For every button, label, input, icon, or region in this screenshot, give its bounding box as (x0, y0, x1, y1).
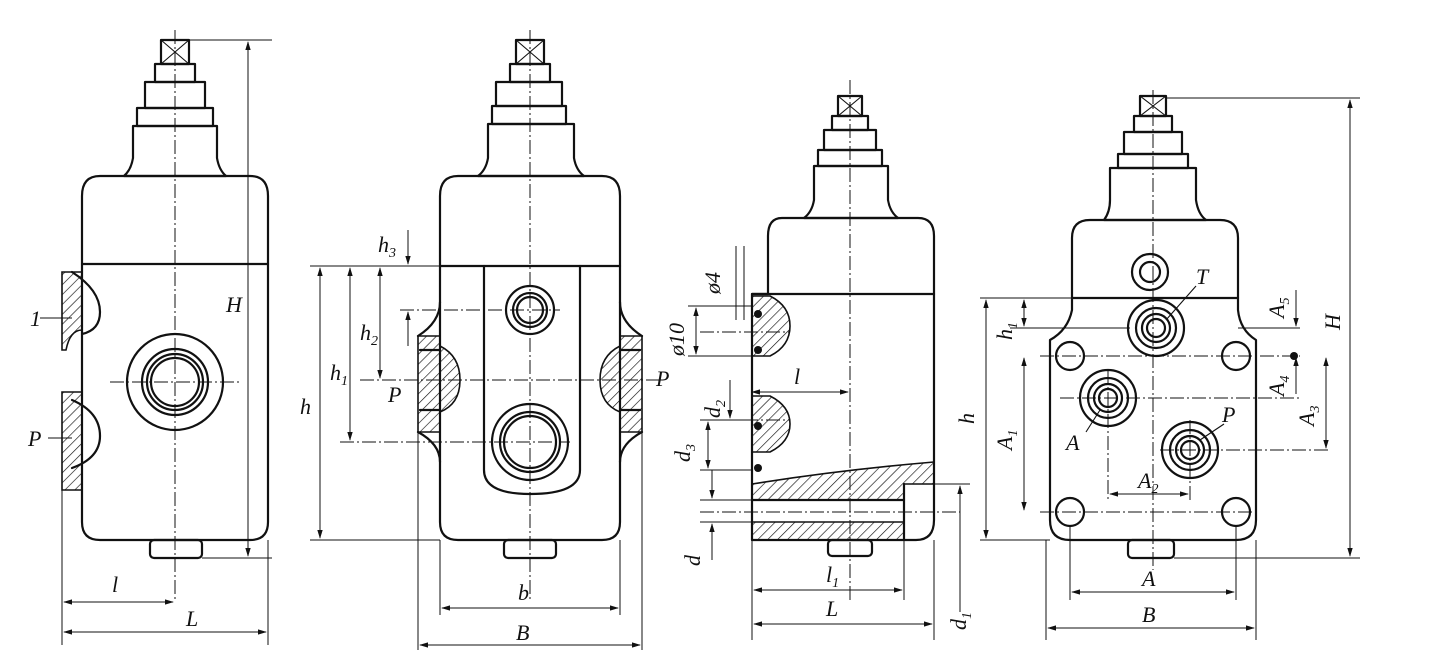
label-1: 1 (30, 306, 41, 331)
label-l: l (794, 364, 800, 389)
label-phi10: ø10 (664, 323, 689, 357)
label-h1-mount: h1 (992, 322, 1021, 340)
label-P-left: P (387, 382, 401, 407)
label-b: b (518, 580, 529, 605)
view-side: h h1 h2 h3 P P b B (300, 30, 669, 650)
label-T: T (1196, 264, 1210, 289)
view-section: ø4 ø10 l d2 d3 d l1 L d1 (664, 80, 975, 640)
view-front: H l L 1 P (27, 30, 272, 645)
label-A4: A4 (1264, 376, 1293, 398)
label-B-mount: B (1142, 602, 1155, 627)
label-d3: d3 (670, 444, 699, 462)
label-h1: h1 (330, 360, 348, 389)
view-mounting-face: T A5 H h1 h A1 A4 A3 A P A2 A B (954, 90, 1360, 640)
label-H-mount: H (1320, 313, 1345, 331)
label-l: l (112, 572, 118, 597)
label-P-right: P (655, 366, 669, 391)
label-h: h (300, 394, 311, 419)
label-A1: A1 (992, 430, 1021, 452)
label-h-mount: h (954, 413, 979, 424)
label-l1: l1 (826, 562, 839, 591)
label-A-port: A (1064, 430, 1080, 455)
label-B: B (516, 620, 529, 645)
label-d2: d2 (700, 400, 729, 418)
label-L-section: L (825, 596, 838, 621)
label-phi4: ø4 (700, 272, 725, 295)
label-d: d (680, 554, 705, 566)
label-d1: d1 (946, 612, 975, 630)
label-A2: A2 (1136, 468, 1158, 497)
label-H: H (225, 292, 243, 317)
label-A: A (1140, 566, 1156, 591)
label-h3: h3 (378, 232, 396, 261)
label-h2: h2 (360, 320, 378, 349)
label-A3: A3 (1294, 406, 1323, 428)
label-A5: A5 (1264, 298, 1293, 320)
label-L: L (185, 606, 198, 631)
label-P-port: P (1221, 402, 1235, 427)
label-P: P (27, 426, 41, 451)
